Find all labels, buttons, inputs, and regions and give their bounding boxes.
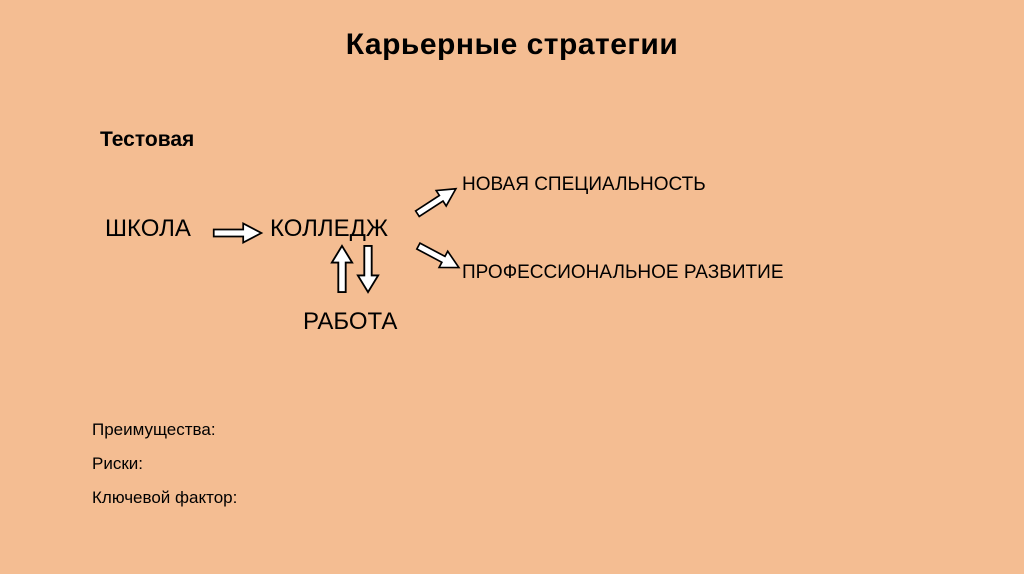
label-advantages: Преимущества: [92,420,216,439]
right-arrow-icon [212,220,264,246]
subtitle-testovaya: Тестовая [100,128,195,151]
slide-title: Карьерные стратегии [345,28,679,61]
down-arrow-icon [356,243,380,295]
node-new-specialty: НОВАЯ СПЕЦИАЛЬНОСТЬ [462,174,706,195]
up-right-arrow-icon [409,176,465,225]
label-key-factor: Ключевой фактор: [92,488,238,507]
node-college: КОЛЛЕДЖ [270,215,389,242]
up-arrow-icon [330,243,354,295]
node-work: РАБОТА [303,308,398,335]
down-right-arrow-icon [411,234,467,280]
node-school: ШКОЛА [105,215,191,242]
node-professional-development: ПРОФЕССИОНАЛЬНОЕ РАЗВИТИЕ [462,262,784,283]
label-risks: Риски: [92,454,143,473]
